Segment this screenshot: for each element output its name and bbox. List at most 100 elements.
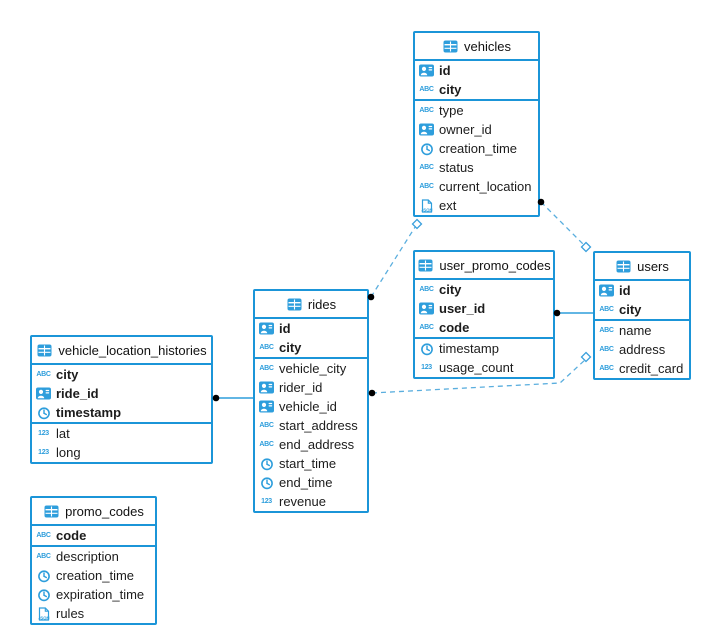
column-name: timestamp <box>56 405 122 420</box>
text-icon: ABC <box>259 364 274 372</box>
column-name: end_time <box>279 475 333 490</box>
table-name: promo_codes <box>65 503 144 519</box>
column-promo_codes-creation_time[interactable]: creation_time <box>32 566 155 585</box>
text-icon: ABC <box>259 421 274 429</box>
column-rides-id[interactable]: id <box>255 319 367 338</box>
text-icon: ABC <box>36 531 51 539</box>
column-vehicles-owner_id[interactable]: owner_id <box>415 120 538 139</box>
column-rides-start_time[interactable]: start_time <box>255 454 367 473</box>
column-users-name[interactable]: ABC name <box>595 321 689 340</box>
clock-icon <box>35 406 52 420</box>
column-name: revenue <box>279 494 326 509</box>
id-icon <box>258 400 275 414</box>
column-name: type <box>439 103 464 118</box>
column-name: credit_card <box>619 361 684 376</box>
table-icon <box>43 504 60 518</box>
clock-icon <box>258 457 275 471</box>
table-name: users <box>637 258 669 274</box>
column-rides-rider_id[interactable]: rider_id <box>255 378 367 397</box>
column-user_promo_codes-user_id[interactable]: user_id <box>415 299 553 318</box>
column-vehicles-id[interactable]: id <box>415 61 538 80</box>
id-icon <box>418 302 435 316</box>
text-icon: ABC <box>419 323 434 331</box>
text-icon: ABC <box>259 343 274 351</box>
table-header-users[interactable]: users <box>595 253 689 281</box>
table-header-vehicle_location_histories[interactable]: vehicle_location_histories <box>32 337 211 365</box>
column-name: city <box>619 302 642 317</box>
number-icon: 123 <box>38 448 49 456</box>
column-promo_codes-expiration_time[interactable]: expiration_time <box>32 585 155 604</box>
id-icon <box>258 322 275 336</box>
column-users-id[interactable]: id <box>595 281 689 300</box>
column-name: long <box>56 445 81 460</box>
column-name: expiration_time <box>56 587 145 602</box>
text-icon: ABC <box>599 305 614 313</box>
column-name: id <box>439 63 451 78</box>
table-name: vehicles <box>464 38 511 54</box>
table-name: user_promo_codes <box>439 257 551 273</box>
table-header-user_promo_codes[interactable]: user_promo_codes <box>415 252 553 280</box>
text-icon: ABC <box>36 552 51 560</box>
clock-icon <box>418 142 435 156</box>
clock-icon <box>258 476 275 490</box>
column-name: name <box>619 323 652 338</box>
column-user_promo_codes-timestamp[interactable]: timestamp <box>415 339 553 358</box>
column-name: address <box>619 342 666 357</box>
column-vehicle_location_histories-ride_id[interactable]: ride_id <box>32 384 211 403</box>
number-icon: 123 <box>421 363 432 371</box>
clock-icon <box>418 342 435 356</box>
column-name: creation_time <box>56 568 135 583</box>
table-header-rides[interactable]: rides <box>255 291 367 319</box>
column-vehicle_location_histories-long[interactable]: 123 long <box>32 443 211 462</box>
column-name: creation_time <box>439 141 518 156</box>
column-name: start_time <box>279 456 337 471</box>
table-icon <box>615 259 632 273</box>
table-icon <box>36 343 53 357</box>
text-icon: ABC <box>419 285 434 293</box>
column-vehicle_location_histories-timestamp[interactable]: timestamp <box>32 403 211 422</box>
text-icon: ABC <box>599 326 614 334</box>
column-rides-vehicle_id[interactable]: vehicle_id <box>255 397 367 416</box>
column-vehicles-creation_time[interactable]: creation_time <box>415 139 538 158</box>
key-divider <box>255 357 367 359</box>
column-name: vehicle_id <box>279 399 337 414</box>
table-header-promo_codes[interactable]: promo_codes <box>32 498 155 526</box>
key-divider <box>595 319 689 321</box>
table-header-vehicles[interactable]: vehicles <box>415 33 538 61</box>
column-rides-end_time[interactable]: end_time <box>255 473 367 492</box>
json-icon: JSON <box>418 198 435 213</box>
column-users-city[interactable]: ABC city <box>595 300 689 319</box>
key-divider <box>415 99 538 101</box>
json-icon: JSON <box>35 606 52 621</box>
